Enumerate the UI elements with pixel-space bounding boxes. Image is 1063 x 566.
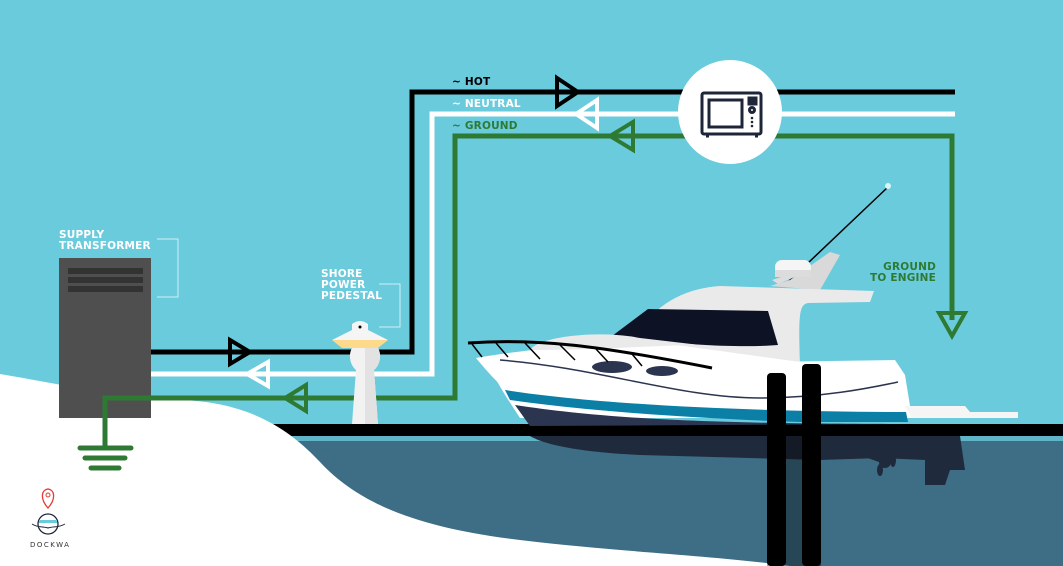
boat-underwater-hull	[530, 436, 965, 485]
earth-ground-icon	[77, 445, 134, 471]
label-line: TRANSFORMER	[59, 240, 151, 252]
shore-power-pedestal	[332, 321, 388, 424]
dock	[270, 424, 1063, 436]
hot-wire	[151, 89, 955, 355]
dockwa-logo	[31, 488, 66, 535]
dock-piling	[767, 373, 786, 566]
neutral-arrow-icon	[242, 358, 270, 390]
ground-arrow-icon	[606, 118, 635, 154]
supply-transformer-label: SUPPLY TRANSFORMER	[59, 230, 151, 252]
ground-down-arrow-icon	[935, 311, 969, 341]
dock-piling	[802, 364, 821, 566]
neutral-arrow-icon	[572, 96, 599, 132]
appliance-circle	[678, 60, 782, 164]
label-line: PEDESTAL	[321, 290, 383, 302]
hot-arrow-icon	[555, 74, 582, 110]
ground-to-engine-label: GROUND TO ENGINE	[870, 262, 936, 284]
hot-arrow-icon	[228, 336, 254, 368]
ground-wire	[102, 133, 955, 448]
pedestal-bracket	[379, 283, 401, 328]
shore	[0, 374, 790, 566]
logo-text: DOCKWA	[30, 541, 71, 549]
label-line: POWER	[321, 279, 366, 291]
ground-label: ~ GROUND	[452, 120, 518, 132]
propeller-icon	[864, 453, 896, 476]
hot-label: ~ HOT	[452, 76, 491, 88]
ground-arrow-icon	[281, 381, 308, 415]
boat	[467, 183, 1018, 426]
neutral-label: ~ NEUTRAL	[452, 98, 521, 110]
label-line: GROUND	[883, 261, 936, 273]
supply-transformer	[59, 258, 151, 418]
label-line: SHORE	[321, 268, 363, 280]
map-pin-icon	[41, 488, 55, 509]
microwave-icon	[700, 91, 763, 138]
label-line: TO ENGINE	[870, 272, 936, 284]
shore-power-pedestal-label: SHORE POWER PEDESTAL	[321, 269, 382, 302]
transformer-bracket	[157, 238, 179, 298]
label-line: SUPPLY	[59, 229, 105, 241]
neutral-wire	[151, 111, 955, 377]
